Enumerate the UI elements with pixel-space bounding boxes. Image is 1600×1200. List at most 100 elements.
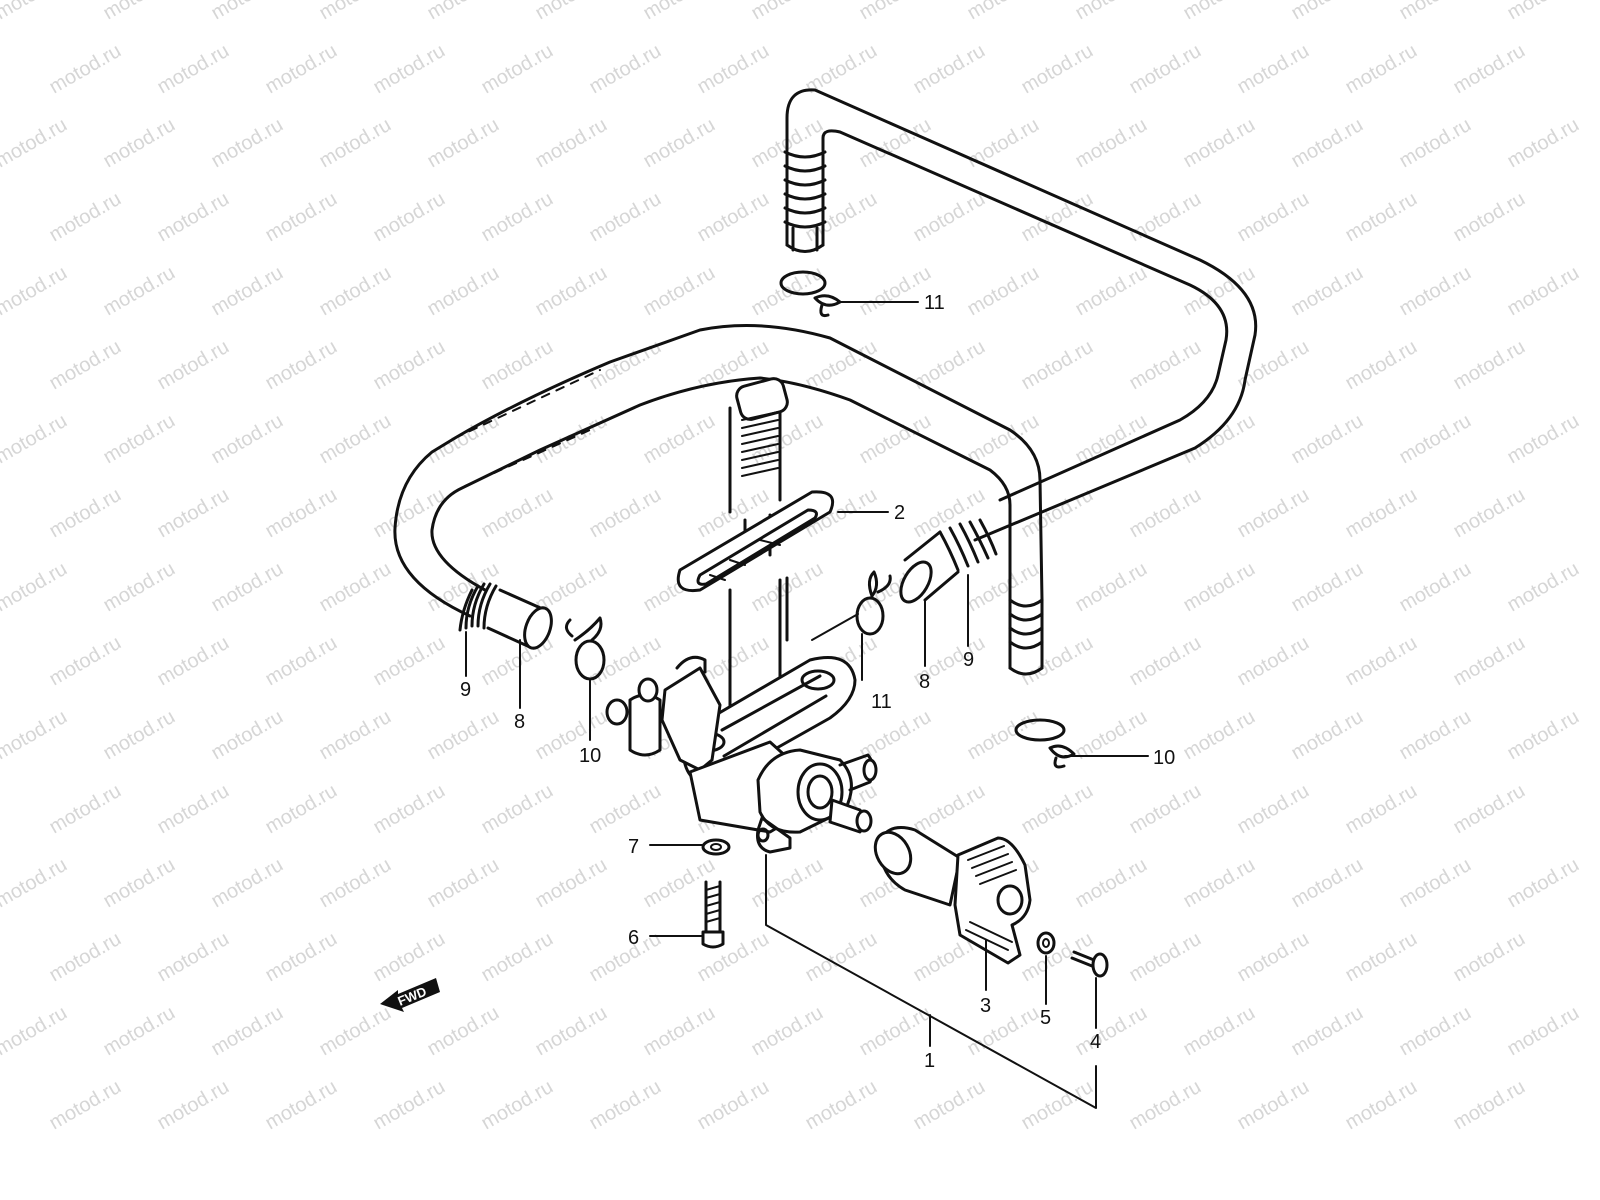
watermark-text: motod.ru — [1288, 114, 1367, 173]
watermark-text: motod.ru — [1072, 0, 1151, 24]
watermark-text: motod.ru — [1504, 410, 1583, 469]
watermark-text: motod.ru — [424, 558, 503, 617]
watermark-text: motod.ru — [1450, 632, 1529, 691]
watermark-text: motod.ru — [1126, 336, 1205, 395]
watermark-text: motod.ru — [1396, 114, 1475, 173]
watermark-text: motod.ru — [370, 188, 449, 247]
watermark-text: motod.ru — [370, 336, 449, 395]
watermark-text: motod.ru — [478, 40, 557, 99]
watermark-text: motod.ru — [1288, 854, 1367, 913]
forward-direction-arrow: FWD — [380, 978, 440, 1012]
watermark-text: motod.ru — [694, 40, 773, 99]
watermark-text: motod.ru — [1342, 484, 1421, 543]
watermark-text: motod.ru — [0, 262, 71, 321]
watermark-text: motod.ru — [694, 1076, 773, 1135]
watermark-text: motod.ru — [478, 484, 557, 543]
watermark-text: motod.ru — [208, 262, 287, 321]
lower-hose-loop — [393, 324, 1044, 618]
watermark-text: motod.ru — [1288, 0, 1367, 24]
watermark-text: motod.ru — [154, 40, 233, 99]
watermark-text: motod.ru — [1450, 40, 1529, 99]
watermark-text: motod.ru — [1234, 40, 1313, 99]
watermark-text: motod.ru — [964, 114, 1043, 173]
watermark-text: motod.ru — [1126, 40, 1205, 99]
watermark-text: motod.ru — [1342, 40, 1421, 99]
watermark-text: motod.ru — [1288, 410, 1367, 469]
watermark-text: motod.ru — [46, 484, 125, 543]
watermark-text: motod.ru — [1234, 1076, 1313, 1135]
hose-clip-right — [1014, 718, 1076, 769]
watermark-text: motod.ru — [0, 114, 71, 173]
watermark-text: motod.ru — [586, 188, 665, 247]
watermark-text: motod.ru — [0, 410, 71, 469]
watermark-text: motod.ru — [424, 1002, 503, 1061]
watermark-text: motod.ru — [802, 928, 881, 987]
watermark-text: motod.ru — [964, 0, 1043, 24]
watermark-text: motod.ru — [1180, 854, 1259, 913]
watermark-text: motod.ru — [100, 1002, 179, 1061]
watermark-text: motod.ru — [316, 0, 395, 24]
watermark-text: motod.ru — [964, 410, 1043, 469]
watermark-text: motod.ru — [532, 114, 611, 173]
watermark-text: motod.ru — [532, 0, 611, 24]
watermark-text: motod.ru — [208, 854, 287, 913]
watermark-text: motod.ru — [532, 854, 611, 913]
watermark-text: motod.ru — [262, 336, 341, 395]
watermark-text: motod.ru — [1342, 780, 1421, 839]
watermark-text: motod.ru — [1018, 40, 1097, 99]
watermark-text: motod.ru — [316, 114, 395, 173]
watermark-text: motod.ru — [1180, 1002, 1259, 1061]
upper-hose-loop — [783, 88, 1258, 542]
watermark-text: motod.ru — [478, 336, 557, 395]
watermark-text: motod.ru — [1126, 484, 1205, 543]
watermark-text: motod.ru — [1072, 558, 1151, 617]
watermark-text: motod.ru — [316, 262, 395, 321]
watermark-text: motod.ru — [316, 410, 395, 469]
callout-9-left: 9 — [460, 679, 471, 701]
watermark-text: motod.ru — [1072, 114, 1151, 173]
watermark-text: motod.ru — [1072, 1002, 1151, 1061]
watermark-text: motod.ru — [262, 928, 341, 987]
watermark-text: motod.ru — [1180, 0, 1259, 24]
watermark-text: motod.ru — [1018, 632, 1097, 691]
callout-5: 5 — [1040, 1007, 1051, 1029]
watermark-text: motod.ru — [1504, 1002, 1583, 1061]
watermark-text: motod.ru — [46, 1076, 125, 1135]
watermark-text: motod.ru — [1018, 780, 1097, 839]
watermark-text: motod.ru — [1504, 706, 1583, 765]
watermark-text: motod.ru — [1396, 854, 1475, 913]
watermark-text: motod.ru — [856, 410, 935, 469]
watermark-text: motod.ru — [1504, 558, 1583, 617]
right-vertical-hose — [1008, 598, 1044, 676]
watermark-text: motod.ru — [1342, 188, 1421, 247]
watermark-text: motod.ru — [262, 484, 341, 543]
watermark-text: motod.ru — [154, 1076, 233, 1135]
watermark-text: motod.ru — [1288, 706, 1367, 765]
watermark-text: motod.ru — [0, 706, 71, 765]
watermark-text: motod.ru — [316, 1002, 395, 1061]
callout-2: 2 — [894, 502, 905, 524]
watermark-text: motod.ru — [1018, 336, 1097, 395]
watermark-text: motod.ru — [1234, 484, 1313, 543]
watermark-text: motod.ru — [46, 188, 125, 247]
watermark-text: motod.ru — [100, 558, 179, 617]
watermark-text: motod.ru — [856, 0, 935, 24]
watermark-text: motod.ru — [370, 928, 449, 987]
watermark-text: motod.ru — [262, 632, 341, 691]
watermark-text: motod.ru — [964, 558, 1043, 617]
watermark-text: motod.ru — [1396, 410, 1475, 469]
watermark-text: motod.ru — [1504, 854, 1583, 913]
watermark-text: motod.ru — [208, 0, 287, 24]
watermark-text: motod.ru — [640, 262, 719, 321]
watermark-text: motod.ru — [910, 1076, 989, 1135]
fuel-cock-assembly — [605, 377, 878, 854]
watermark-text: motod.ru — [100, 262, 179, 321]
watermark-text: motod.ru — [586, 484, 665, 543]
watermark-text: motod.ru — [424, 854, 503, 913]
watermark-text: motod.ru — [1234, 632, 1313, 691]
hose-clip-center — [855, 570, 892, 636]
watermark-text: motod.ru — [100, 0, 179, 24]
watermark-text: motod.ru — [154, 188, 233, 247]
watermark-text: motod.ru — [208, 114, 287, 173]
